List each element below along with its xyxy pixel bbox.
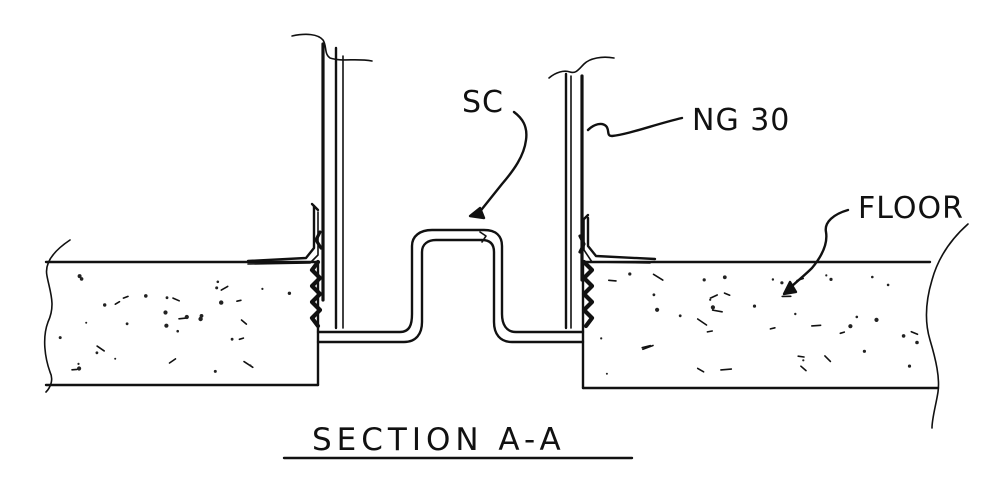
sc-leader [468,110,528,220]
right-wall-panel [548,56,615,330]
section-title: SECTION A-A [312,422,566,458]
stipple-mark [144,294,148,298]
stipple-mark [240,319,248,325]
stipple-mark [824,355,832,363]
stipple-mark [722,275,727,280]
stipple-mark [114,357,117,360]
stipple-mark [886,283,890,287]
stipple-mark [771,278,775,281]
stipple-mark [215,286,219,290]
stipple-mark [249,364,252,367]
stipple-mark [198,316,203,322]
stipple-mark [641,344,651,349]
label-sc: SC [462,85,504,120]
right-flashing [580,213,657,264]
stipple-mark [85,321,88,324]
stipple-mark [696,318,708,326]
label-floor: FLOOR [858,191,964,226]
stipple-mark [862,349,867,353]
stipple-mark [172,297,180,302]
stipple-mark [165,296,169,300]
stipple-mark [871,275,874,279]
stipple-mark [723,292,731,296]
stipple-mark [184,314,189,320]
left-flashing [246,202,320,265]
stipple-mark [114,300,121,305]
stipple-mark [710,305,716,310]
stipple-mark [238,337,245,341]
stipple-mark [287,291,292,295]
stipple-mark [219,300,224,305]
stipple-mark [829,277,833,281]
floor-leader [782,208,850,296]
stipple-mark [176,329,179,333]
stipple-mark [96,345,105,352]
left-sealant [309,230,323,329]
stipple-mark [79,277,84,281]
stipple-mark [652,273,664,281]
stipple-mark [103,303,107,307]
stipple-mark [825,274,828,277]
ng30-leader [586,116,684,138]
stipple-mark [709,294,718,299]
stipple-mark [910,330,919,336]
stipple-mark [811,324,822,327]
stipple-mark [213,369,217,373]
stipple-mark [907,364,912,368]
stipple-mark [720,368,733,371]
stipple-mark [77,366,82,371]
stipple-mark [901,334,906,338]
stipple-mark [58,336,62,340]
stipple-mark [642,344,654,351]
stipple-mark [77,274,82,279]
right-floor-slab [581,223,969,429]
stipple-mark [230,337,234,341]
stipple-mark [125,322,129,326]
stipple-mark [236,299,242,302]
stipple-mark [178,317,187,320]
stipple-mark [163,310,168,315]
stipple-mark [608,279,617,282]
concrete-stipple [58,272,919,375]
stipple-mark [802,359,805,362]
stipple-mark [752,304,757,308]
stipple-mark [711,309,723,313]
stipple-mark [678,314,682,318]
stipple-mark [655,307,660,312]
stipple-mark [800,365,807,372]
stipple-mark [839,331,846,335]
stipple-mark [874,317,879,322]
stipple-mark [769,327,776,330]
stipple-mark [243,360,254,369]
stipple-mark [696,367,705,373]
stipple-mark [855,315,859,319]
sc-channel-profile [316,228,585,344]
stipple-mark [915,340,919,345]
stipple-mark [168,358,177,364]
stipple-mark [261,287,264,290]
left-wall-panel [291,33,373,330]
stipple-mark [702,278,706,282]
stipple-mark [605,372,608,375]
stipple-mark [600,337,603,340]
label-ng30: NG 30 [692,103,790,138]
stipple-mark [164,323,169,328]
stipple-mark [848,324,853,329]
stipple-mark [706,330,713,333]
stipple-mark [794,312,797,316]
stipple-mark [77,362,80,365]
stipple-mark [220,285,229,291]
stipple-mark [797,355,805,358]
stipple-mark [780,281,784,285]
stipple-mark [122,295,129,299]
stipple-mark [709,298,712,301]
stipple-mark [652,293,656,297]
stipple-mark [628,272,632,276]
stipple-mark [95,351,99,355]
right-sealant [578,234,595,329]
stipple-mark [216,280,220,284]
